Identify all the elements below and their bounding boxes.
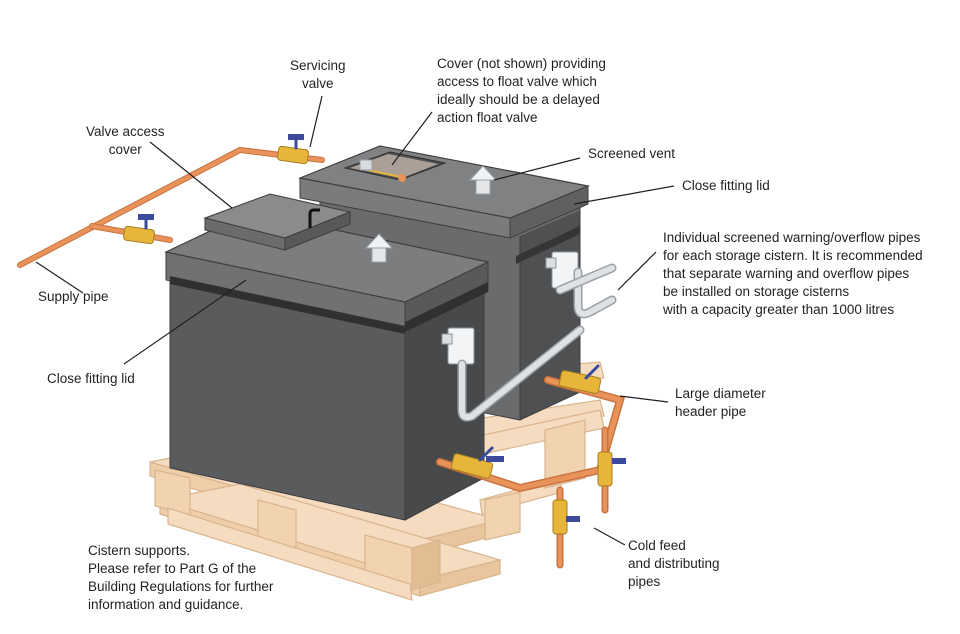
front-cistern [164,193,490,521]
screened-vent-label: Screened vent [588,146,676,161]
overflow-pipes-note: Individual screened warning/overflow pip… [663,230,923,317]
leader-lines [35,95,675,546]
supply-pipe-label: Supply pipe [38,289,109,304]
close-fitting-lid-label-left: Close fitting lid [47,371,135,386]
cistern-supports-label: Cistern supports. Please refer to Part G… [88,543,274,612]
supply-pipe [17,134,325,268]
cold-feed-label: Cold feed and distributing pipes [628,538,720,589]
float-valve-cover-label: Cover (not shown) providing access to fl… [437,56,606,125]
header-pipe-label: Large diameter header pipe [675,386,766,419]
header-pipe [436,364,626,569]
close-fitting-lid-label-right: Close fitting lid [682,178,770,193]
overflow-pipes [457,263,617,422]
valve-access-cover-label: Valve access cover [86,124,165,157]
servicing-valve-label: Servicing valve [290,58,346,91]
